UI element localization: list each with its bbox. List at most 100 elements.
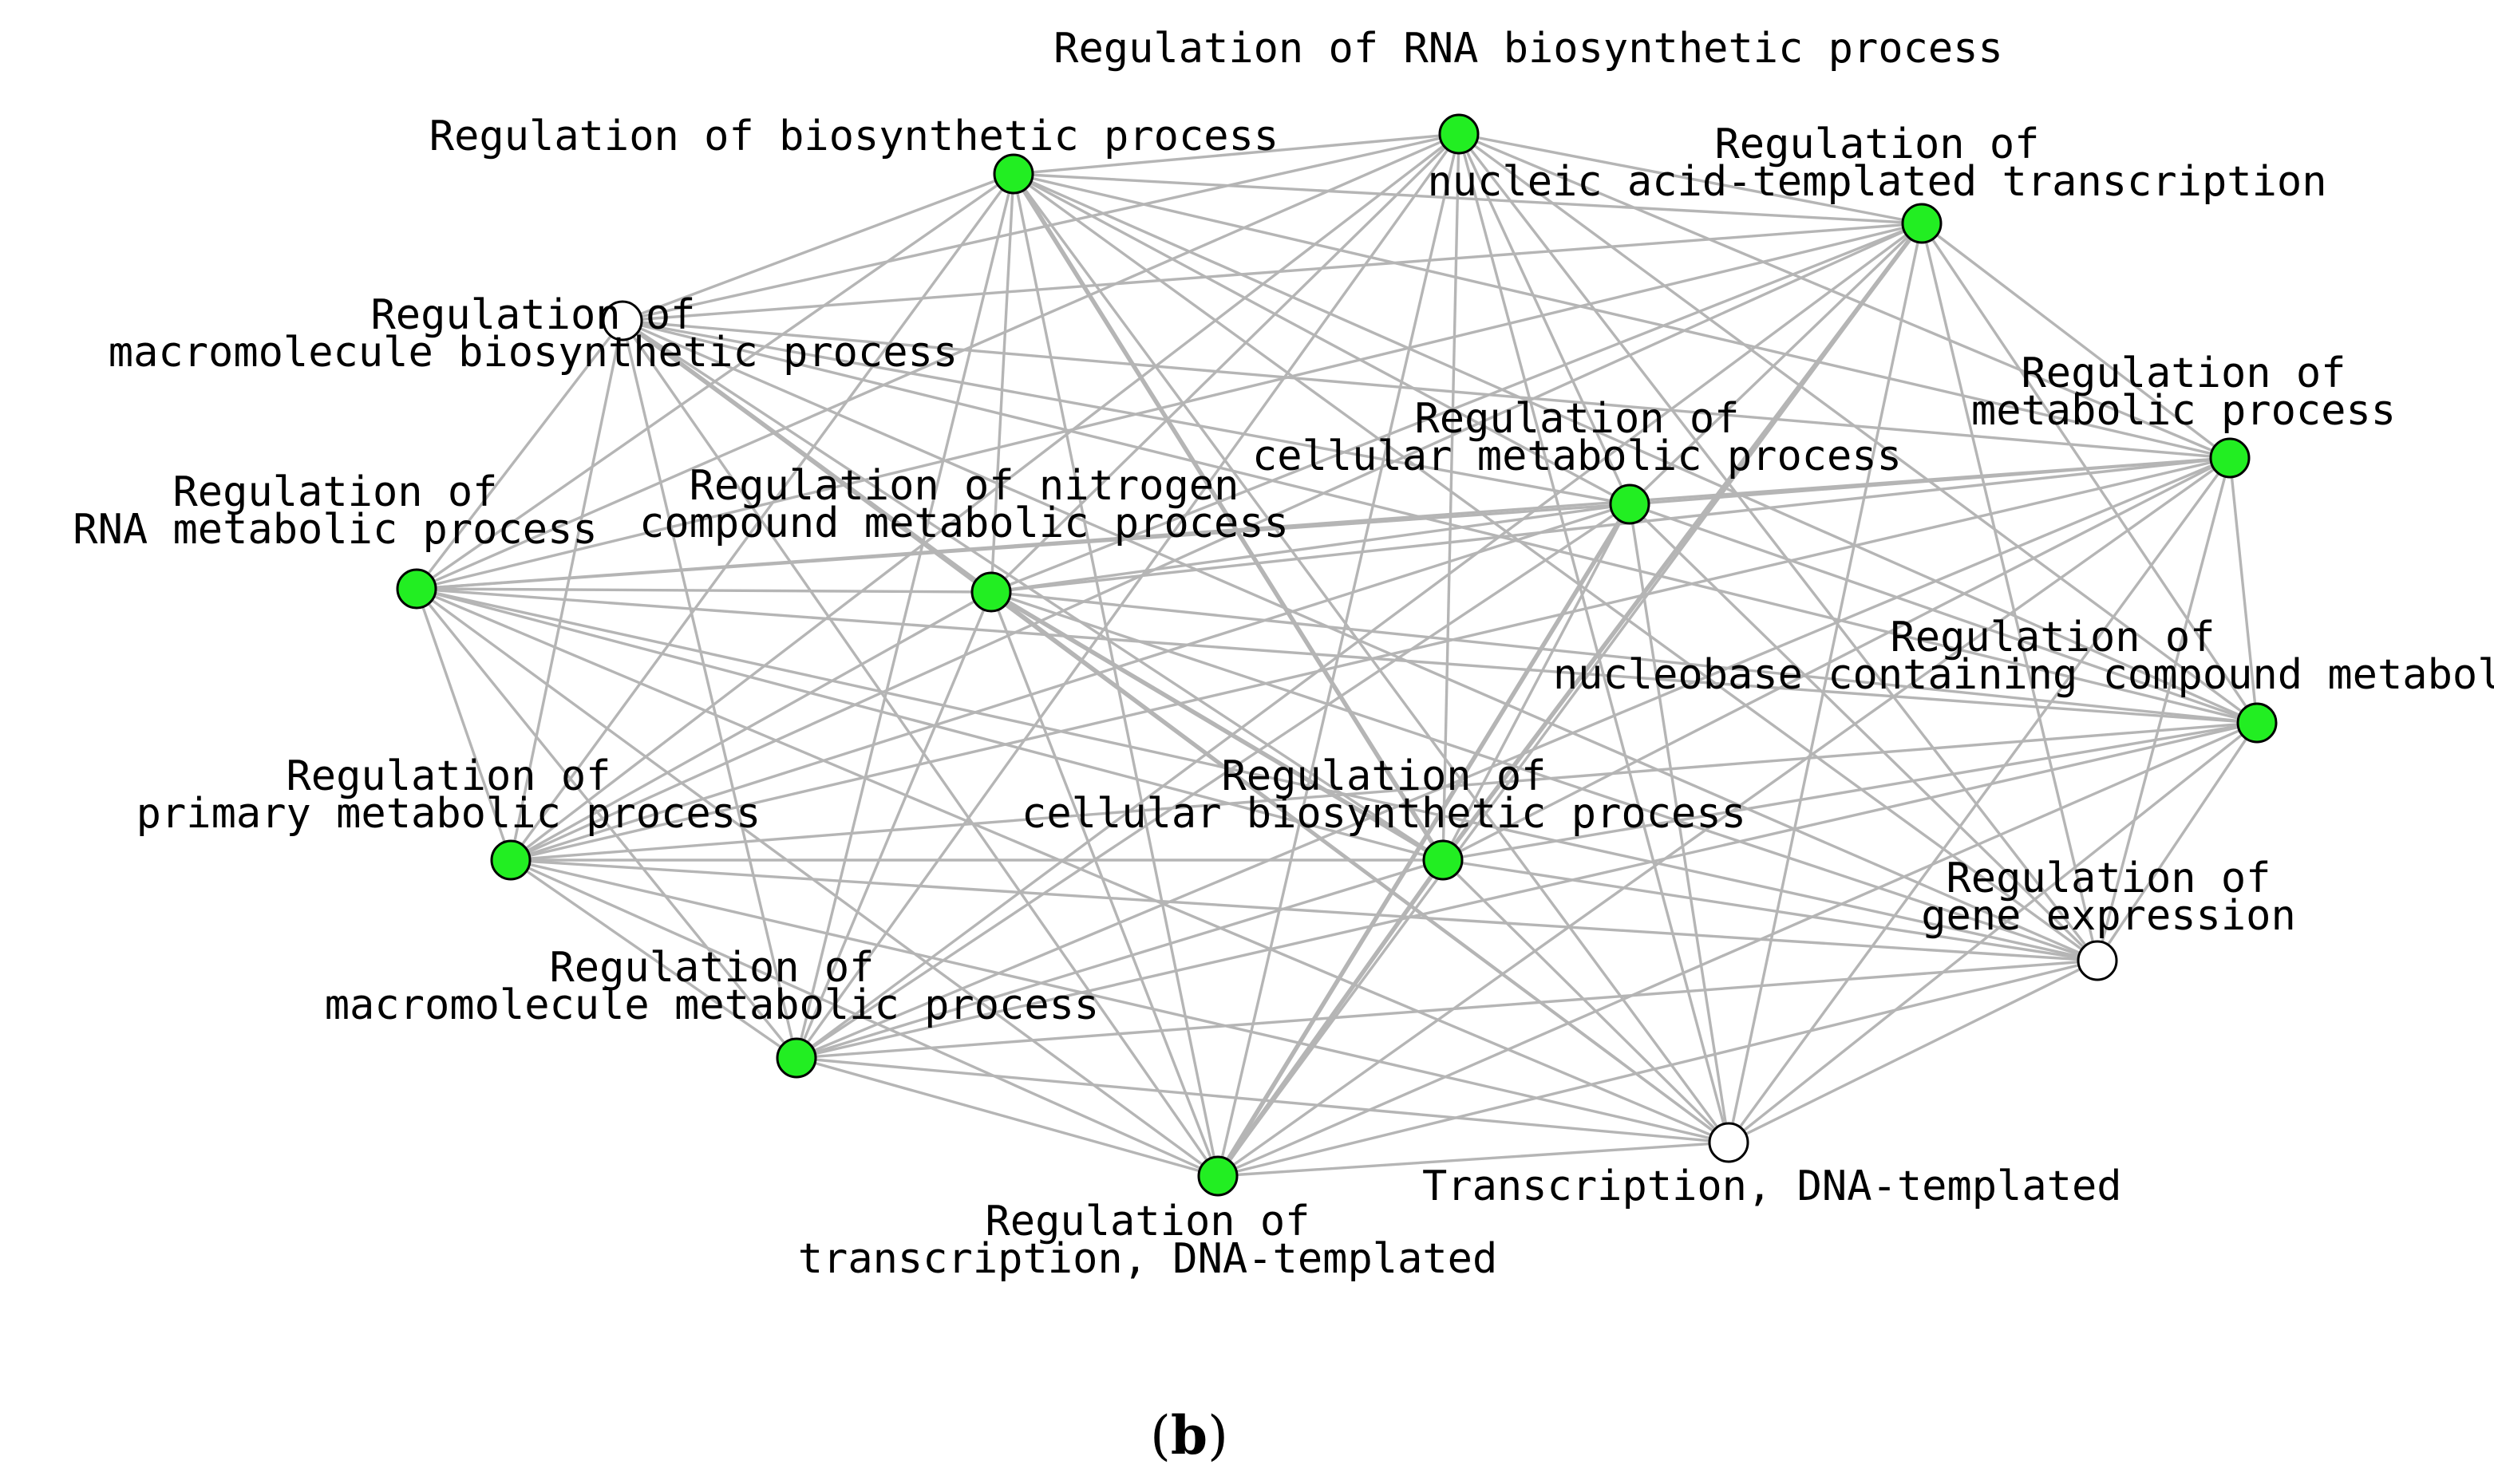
edge-nucleic-transcription — [1727, 223, 1923, 1143]
node-nucleic[interactable] — [1901, 203, 1943, 244]
edge-nitrogen-reg_transcription — [990, 591, 1219, 1177]
node-primary[interactable] — [490, 839, 532, 881]
edge-rna_bio-nucleic — [1458, 132, 1923, 225]
node-label-line: Regulation of — [1715, 120, 2040, 168]
edge-nitrogen-nucleobase — [990, 590, 2258, 724]
edge-rna_metab-nucleobase — [416, 587, 2258, 724]
edge-transcription-reg_transcription — [1217, 1141, 1729, 1178]
edge-nucleic-rna_metab — [416, 222, 1923, 590]
node-cell_bio[interactable] — [1422, 839, 1464, 881]
edge-cell_metab-reg_transcription — [1215, 503, 1632, 1178]
node-macro_metab[interactable] — [776, 1037, 817, 1079]
edge-rna_bio-macro_metab — [795, 133, 1460, 1059]
edge-cell_metab-cell_bio — [1441, 503, 1631, 861]
node-nitrogen[interactable] — [970, 571, 1012, 613]
edge-rna_bio-bio — [1013, 132, 1460, 176]
edge-cell_metab-macro_metab — [796, 503, 1630, 1060]
edge-bio-primary — [509, 172, 1015, 862]
node-macro_bio[interactable] — [602, 300, 643, 341]
network-edges — [415, 132, 2259, 1178]
edge-rna_metab-cell_bio — [416, 587, 1444, 862]
edge-macro_metab-reg_transcription — [796, 1056, 1219, 1178]
edge-cell_metab-nucleobase — [1629, 503, 2258, 724]
edge-rna_bio-primary — [509, 132, 1460, 862]
edge-rna_metab-gene_expr — [416, 587, 2098, 962]
edge-metab-nucleobase — [2228, 457, 2259, 724]
node-label-line: compound metabolic process — [639, 499, 1289, 547]
edge-nucleobase-primary — [510, 721, 2258, 862]
edge-bio-nucleic — [1013, 172, 1923, 225]
edge-nucleobase-reg_transcription — [1217, 721, 2258, 1178]
node-label-line: Regulation of — [550, 944, 875, 992]
edge-bio-macro_bio — [622, 172, 1014, 322]
edge-macro_metab-transcription — [796, 1056, 1729, 1144]
node-gene_expr[interactable] — [2077, 940, 2118, 981]
edge-cell_metab-gene_expr — [1628, 503, 2099, 962]
edge-nitrogen-gene_expr — [990, 590, 2098, 962]
node-reg_transcription[interactable] — [1197, 1155, 1239, 1197]
edge-rna_bio-gene_expr — [1457, 132, 2099, 962]
edge-rna_metab-primary — [415, 588, 512, 861]
edge-cell_bio-gene_expr — [1442, 858, 2098, 962]
edge-macro_bio-metab — [622, 319, 2231, 460]
edge-nucleobase-cell_bio — [1442, 721, 2258, 862]
node-label-line: Regulation of — [1415, 395, 1740, 443]
node-cell_metab[interactable] — [1609, 483, 1650, 525]
node-label-line: RNA metabolic process — [73, 506, 597, 554]
node-label-line: gene expression — [1921, 892, 2296, 940]
node-rna_bio[interactable] — [1438, 113, 1480, 155]
edge-primary-transcription — [510, 858, 1729, 1144]
edge-gene_expr-transcription — [1728, 959, 2098, 1144]
edge-bio-macro_metab — [795, 173, 1015, 1059]
node-bio[interactable] — [993, 153, 1034, 195]
edge-primary-gene_expr — [510, 858, 2098, 962]
edge-nucleic-primary — [510, 222, 1923, 862]
edge-macro_bio-macro_metab — [621, 320, 798, 1059]
edge-bio-nitrogen — [990, 173, 1015, 593]
edge-metab-nitrogen — [990, 456, 2231, 594]
panel-label: (b) — [1150, 1404, 1228, 1466]
node-nucleobase[interactable] — [2236, 702, 2278, 744]
panel-label-letter: b — [1171, 1404, 1207, 1466]
node-label-transcription: Transcription, DNA-templated — [1422, 1162, 2122, 1210]
node-transcription[interactable] — [1708, 1122, 1749, 1163]
edge-bio-cell_metab — [1013, 172, 1630, 506]
edge-nucleic-reg_transcription — [1216, 222, 1923, 1178]
edge-gene_expr-reg_transcription — [1217, 959, 2098, 1178]
edge-nucleobase-transcription — [1727, 721, 2259, 1144]
edge-rna_metab-nitrogen — [416, 587, 992, 594]
panel-label-close: ) — [1207, 1405, 1228, 1466]
edge-bio-nucleobase — [1013, 172, 2258, 724]
node-label-line: macromolecule metabolic process — [325, 981, 1100, 1029]
node-label-line: primary metabolic process — [136, 790, 761, 838]
network-labels: Regulation of RNA biosynthetic processRe… — [73, 25, 2494, 1283]
edge-nucleic-nitrogen — [990, 222, 1923, 594]
node-label-line: macromolecule biosynthetic process — [109, 329, 958, 377]
node-label-line: Regulation of — [371, 291, 696, 339]
edge-macro_bio-gene_expr — [622, 319, 2098, 962]
network-nodes — [396, 113, 2278, 1197]
node-label-line: nucleobase containing compound metabolic — [1553, 651, 2494, 699]
node-label-line: Regulation of — [1891, 614, 2215, 661]
edge-cell_bio-macro_metab — [796, 858, 1444, 1060]
node-label-line: Regulation of — [173, 468, 498, 516]
edge-nitrogen-cell_bio — [990, 590, 1445, 862]
edge-nucleic-macro_bio — [622, 222, 1923, 322]
node-label-line: Regulation of — [986, 1198, 1310, 1245]
edge-nitrogen-transcription — [990, 590, 1730, 1144]
node-rna_metab[interactable] — [396, 568, 437, 610]
edge-gene_expr-macro_metab — [796, 959, 2098, 1060]
node-metab[interactable] — [2209, 437, 2251, 479]
edge-nitrogen-primary — [510, 590, 992, 862]
node-label-line: transcription, DNA-templated — [798, 1235, 1498, 1283]
edge-cell_metab-primary — [510, 503, 1630, 862]
edge-bio-metab — [1013, 172, 2231, 460]
node-label-line: Regulation of — [1222, 752, 1547, 800]
edge-nucleic-gene_expr — [1920, 223, 2099, 961]
node-label-line: Regulation of biosynthetic process — [429, 112, 1279, 160]
